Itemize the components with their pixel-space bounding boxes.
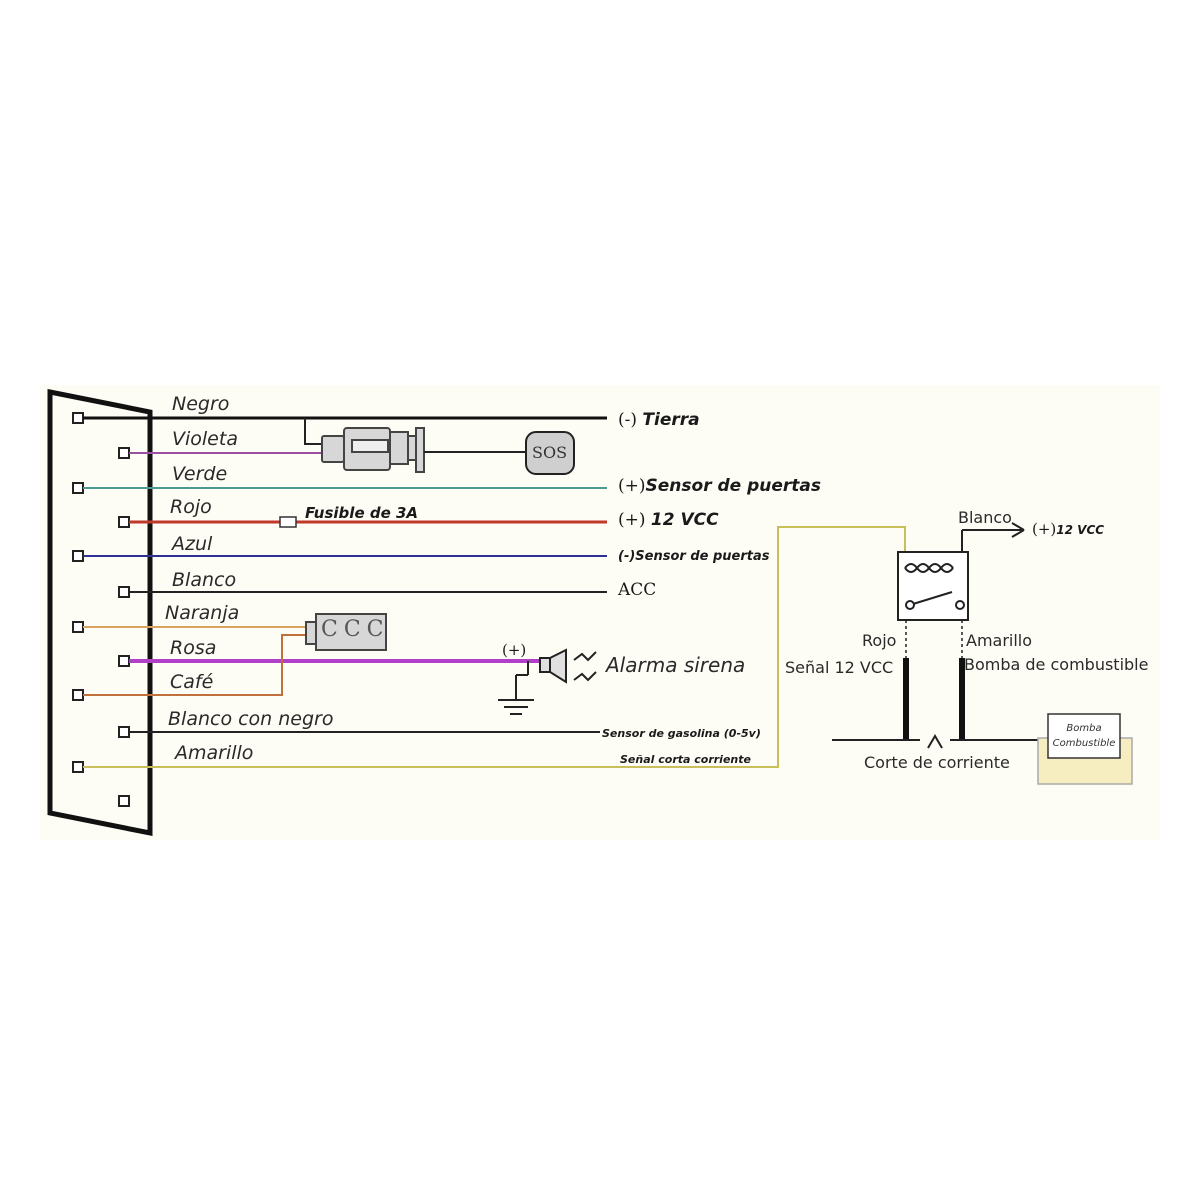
dest-acc: ACC — [618, 580, 657, 600]
microphone-icon — [305, 613, 387, 651]
wire-label-blanco: Blanco — [172, 569, 237, 591]
relay-label-vcc: (+)12 VCC — [1032, 520, 1105, 538]
sos-label: SOS — [532, 443, 568, 462]
relay-label-amarillo: Amarillo — [966, 631, 1033, 650]
fuel-pump-box — [1047, 713, 1121, 759]
wire-label-verde: Verde — [172, 463, 228, 485]
relay — [897, 522, 1025, 658]
wire-label-blanco-negro: Blanco con negro — [168, 708, 334, 730]
wire-label-naranja: Naranja — [165, 602, 240, 624]
wire-cafe — [83, 634, 310, 696]
relay-label-rojo: Rojo — [862, 631, 897, 650]
diagram-panel — [40, 385, 1160, 840]
wire-label-azul: Azul — [172, 533, 213, 555]
relay-label-senal: Señal 12 VCC — [785, 658, 894, 677]
wire-label-amarillo: Amarillo — [175, 742, 254, 764]
dest-sensor-gasolina: Sensor de gasolina (0-5v) — [602, 727, 761, 740]
wire-label-rosa: Rosa — [170, 637, 217, 659]
dest-alarma-sirena: Alarma sirena — [606, 653, 746, 677]
fuse-icon — [279, 516, 297, 528]
connector-pins — [72, 412, 130, 807]
dest-senal-corte: Señal corta corriente — [620, 753, 751, 766]
relay-label-corte: Corte de corriente — [864, 753, 1010, 772]
sos-button — [304, 418, 575, 475]
wire-amarillo — [83, 526, 906, 768]
dest-sensor-puertas-pos: (+)Sensor de puertas — [618, 476, 822, 496]
siren-icon — [498, 648, 597, 715]
relay-label-blanco: Blanco — [958, 508, 1012, 527]
pump-label-1: Bomba — [1066, 723, 1102, 734]
wire-label-cafe: Café — [170, 671, 214, 693]
dest-12vcc: (+) 12 VCC — [618, 510, 719, 530]
relay-label-bomba: Bomba de combustible — [964, 655, 1149, 674]
wire-label-rojo: Rojo — [170, 496, 212, 518]
dest-sensor-puertas-neg: (-)Sensor de puertas — [618, 549, 770, 564]
dest-tierra: (-) Tierra — [618, 410, 700, 430]
pump-label-2: Combustible — [1052, 738, 1116, 749]
mic-glyphs: CCC — [321, 617, 390, 642]
wire-label-violeta: Violeta — [172, 428, 238, 450]
wire-label-negro: Negro — [172, 393, 230, 415]
connector-body — [47, 388, 153, 837]
cut-line — [832, 734, 1050, 749]
fuse-label: Fusible de 3A — [305, 504, 419, 522]
siren-plus: (+) — [502, 641, 527, 659]
